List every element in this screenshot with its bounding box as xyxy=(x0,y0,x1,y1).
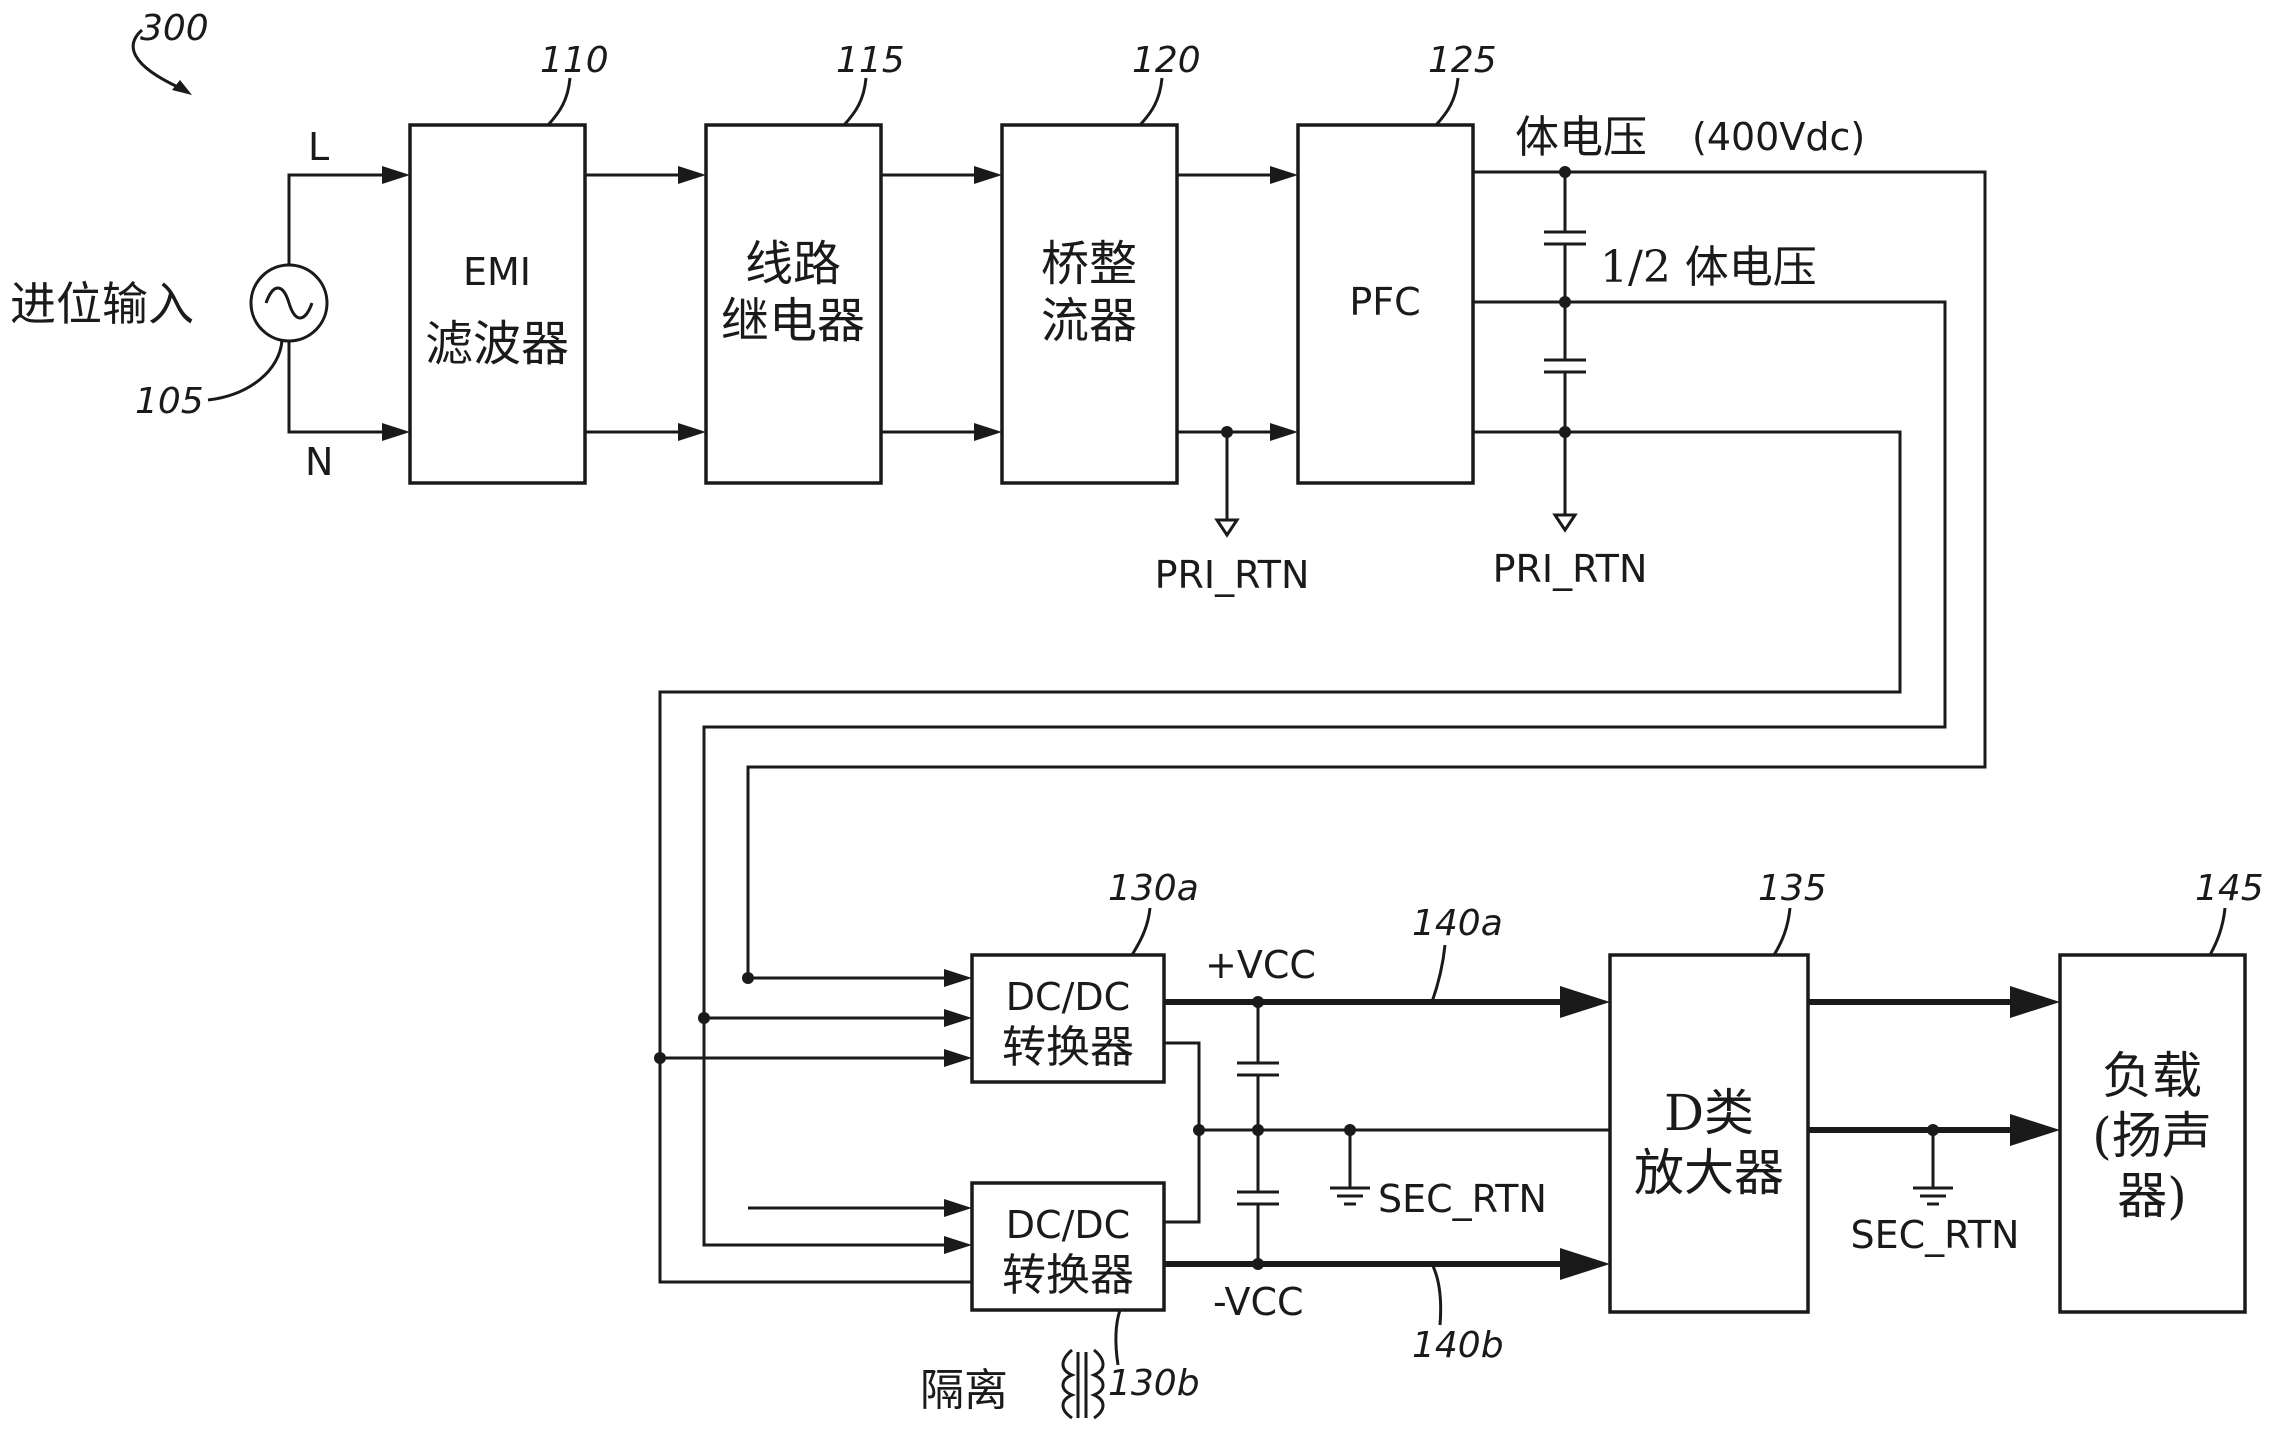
arrow-relay-rect-top xyxy=(974,166,1002,184)
line-relay-label-2: 继电器 xyxy=(721,293,865,349)
pfc-label: PFC xyxy=(1349,280,1420,324)
line-relay-ref: 115 xyxy=(836,40,905,81)
class-d-amplifier-label-2: 放大器 xyxy=(1634,1144,1784,1202)
arrow-l-to-emi xyxy=(382,166,410,184)
arrow-plus-vcc xyxy=(1560,986,1610,1018)
load-speaker-label-2: (扬声 xyxy=(2092,1107,2212,1165)
line-relay-block xyxy=(704,123,883,485)
load-speaker-ref-leader xyxy=(2208,907,2227,956)
plus-vcc-label: +VCC xyxy=(1205,943,1316,987)
half-bulk-voltage-label: 1/2 体电压 xyxy=(1600,242,1817,293)
pfc-block xyxy=(1296,123,1475,485)
arrow-rect-pfc-bottom xyxy=(1270,423,1298,441)
dcdc-a-ref-leader xyxy=(1130,907,1152,956)
line-l-label: L xyxy=(308,125,329,169)
pri-rtn-1-label: PRI_RTN xyxy=(1155,553,1310,597)
bridge-rectifier-label-2: 流器 xyxy=(1041,293,1137,349)
figure-ref-leader xyxy=(131,28,181,90)
arrow-amp-load-bottom xyxy=(2010,1114,2060,1146)
pfc-ref: 125 xyxy=(1428,40,1497,81)
load-speaker-label-1: 负载 xyxy=(2102,1047,2202,1105)
sec-rtn-2-label: SEC_RTN xyxy=(1851,1213,2020,1257)
bridge-rectifier-ref-leader xyxy=(1138,77,1164,127)
rail-a-ref: 140a xyxy=(1412,903,1503,944)
emi-filter-label-1: EMI xyxy=(463,250,531,294)
line-relay-label-1: 线路 xyxy=(745,236,841,292)
dcdc-converter-b-block xyxy=(970,1181,1166,1312)
dcdc-b-ref-leader xyxy=(1114,1309,1122,1366)
load-speaker-block xyxy=(2058,953,2247,1314)
sec-rtn-1-label: SEC_RTN xyxy=(1378,1177,1547,1221)
arrow-bulk-to-dcdc-a xyxy=(944,969,972,987)
wire-n xyxy=(287,341,385,434)
bridge-rectifier-label-1: 桥整 xyxy=(1041,236,1137,292)
arrow-bulk-to-dcdc-b xyxy=(944,1199,972,1217)
ground-pri-rtn-2-icon xyxy=(1552,513,1578,533)
arrow-relay-rect-bottom xyxy=(974,423,1002,441)
wire-dcdc-b-return xyxy=(1164,1130,1201,1224)
line-n-label: N xyxy=(305,440,333,484)
emi-filter-ref: 110 xyxy=(540,40,609,81)
pfc-ref-leader xyxy=(1434,77,1460,127)
arrow-half-to-dcdc-b xyxy=(944,1236,972,1254)
ac-source-label: 进位输入 xyxy=(10,277,194,331)
arrow-minus-vcc xyxy=(1560,1248,1610,1280)
wire-dcdc-a-return xyxy=(1164,1041,1201,1130)
ac-sine-icon xyxy=(264,286,314,320)
arrow-return-to-dcdc-a xyxy=(944,1049,972,1067)
isolation-label: 隔离 xyxy=(920,1365,1008,1416)
dcdc-a-label-2: 转换器 xyxy=(1002,1022,1134,1073)
rail-a-ref-leader xyxy=(1430,944,1447,1003)
load-speaker-label-3: 器) xyxy=(2117,1167,2187,1225)
arrow-emi-relay-top xyxy=(678,166,706,184)
line-relay-ref-leader xyxy=(842,77,868,127)
wire-l xyxy=(287,173,385,265)
arrow-n-to-emi xyxy=(382,423,410,441)
emi-filter-ref-leader xyxy=(546,77,572,127)
junction-bus-bulk-a xyxy=(742,972,754,984)
wire-half-bulk-voltage xyxy=(702,300,1947,1247)
dcdc-b-label-1: DC/DC xyxy=(1006,1203,1130,1247)
class-d-amplifier-label-1: D类 xyxy=(1664,1084,1754,1142)
bulk-voltage-label: 体电压 xyxy=(1515,112,1647,163)
class-d-amplifier-ref-leader xyxy=(1772,907,1792,956)
arrow-amp-load-top xyxy=(2010,986,2060,1018)
dcdc-b-ref: 130b xyxy=(1108,1363,1200,1404)
dcdc-a-label-1: DC/DC xyxy=(1006,975,1130,1019)
pri-rtn-2-label: PRI_RTN xyxy=(1493,547,1648,591)
dcdc-a-ref: 130a xyxy=(1108,868,1199,909)
wire-bulk-voltage xyxy=(746,170,1987,980)
arrow-half-to-dcdc-a xyxy=(944,1009,972,1027)
rail-b-ref: 140b xyxy=(1412,1325,1504,1366)
class-d-amplifier-ref: 135 xyxy=(1758,868,1827,909)
ac-source-ref-leader xyxy=(207,339,284,402)
arrow-emi-relay-bottom xyxy=(678,423,706,441)
bridge-rectifier-block xyxy=(1000,123,1179,485)
ground-pri-rtn-1-icon xyxy=(1214,518,1240,538)
figure-ref: 300 xyxy=(140,8,209,49)
class-d-amplifier-block xyxy=(1608,953,1810,1314)
bridge-rectifier-ref: 120 xyxy=(1132,40,1201,81)
load-speaker-ref: 145 xyxy=(2195,868,2264,909)
dcdc-b-label-2: 转换器 xyxy=(1002,1250,1134,1301)
bulk-voltage-value: (400Vdc) xyxy=(1692,115,1865,159)
emi-filter-label-2: 滤波器 xyxy=(425,316,569,372)
arrow-rect-pfc-top xyxy=(1270,166,1298,184)
emi-filter-block xyxy=(408,123,587,485)
minus-vcc-label: -VCC xyxy=(1213,1280,1304,1324)
figure-ref-arrowhead xyxy=(172,80,192,95)
wire-pfc-return xyxy=(658,430,1902,1284)
rail-b-ref-leader xyxy=(1430,1263,1443,1326)
ac-source-ref: 105 xyxy=(135,381,204,422)
isolation-transformer-icon xyxy=(1061,1348,1105,1420)
dcdc-converter-a-block xyxy=(970,953,1166,1084)
